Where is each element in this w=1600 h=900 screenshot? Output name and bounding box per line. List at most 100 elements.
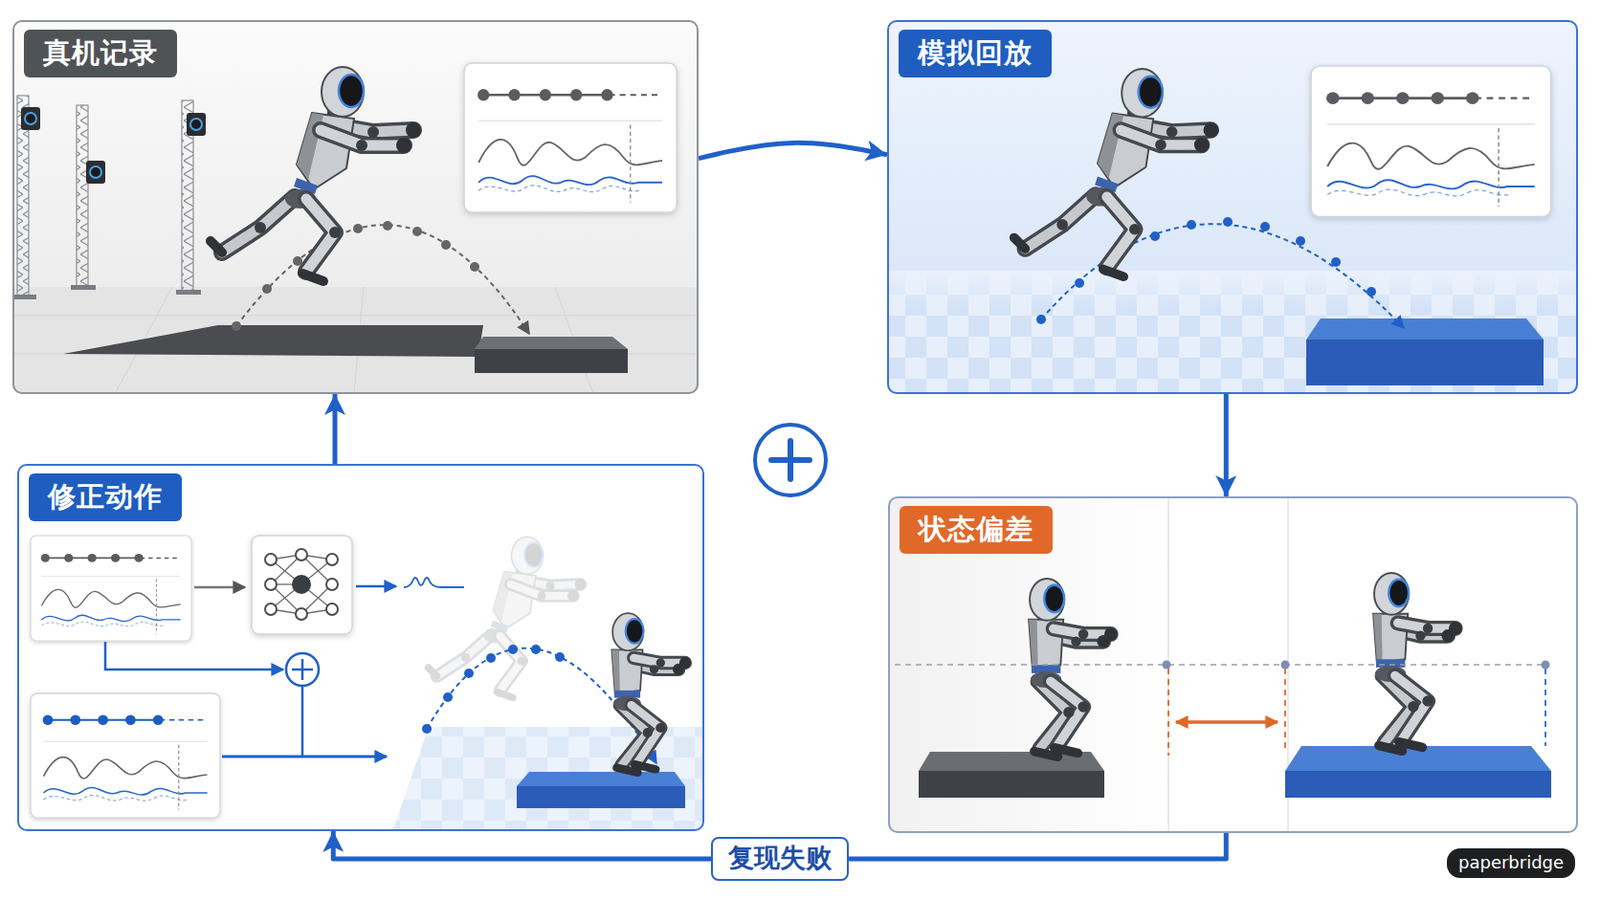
jump-trajectory	[1150, 231, 1160, 242]
correction-scene	[17, 464, 705, 832]
jump-trajectory	[1036, 217, 1377, 325]
edge-label: 复现失败	[711, 837, 849, 882]
center-plus-symbol	[787, 441, 794, 480]
panel-heading: 状态偏差	[899, 506, 1053, 555]
jump-trajectory	[231, 321, 242, 332]
jump-trajectory	[1186, 220, 1197, 230]
network-icon	[295, 549, 308, 561]
camera-truss	[86, 160, 106, 184]
landing-box	[516, 772, 686, 809]
center-plus-symbol	[755, 424, 826, 496]
panel-heading: 真机记录	[23, 29, 178, 78]
input-chart	[30, 535, 192, 642]
data-flow-wires	[301, 687, 305, 757]
network-icon	[270, 555, 333, 615]
network-icon	[251, 535, 353, 635]
jump-trajectory	[1074, 278, 1085, 289]
jump-trajectory	[353, 223, 363, 234]
reference-chart	[30, 693, 221, 819]
deviation-marks	[1176, 720, 1278, 725]
network-icon	[251, 535, 353, 635]
camera-truss	[186, 112, 206, 136]
center-plus-symbol	[755, 424, 826, 496]
panel-box: 模拟回放	[887, 20, 1578, 395]
panel-box: 修正动作	[17, 464, 705, 832]
watermark-box: paperbridge	[1446, 848, 1576, 879]
robot-sim	[1373, 573, 1462, 752]
landing-box	[474, 336, 628, 374]
camera-truss	[70, 285, 96, 290]
edge-label-box: 复现失败	[711, 837, 849, 882]
data-flow-wires	[105, 642, 284, 670]
real-capture-scene	[12, 315, 699, 317]
jump-trajectory	[555, 652, 565, 663]
real-capture-scene	[12, 20, 699, 395]
panel-box: 真机记录	[12, 20, 699, 395]
jump-trajectory	[1260, 222, 1270, 232]
jump-trajectory	[231, 221, 530, 334]
landing-box	[918, 746, 1552, 799]
jump-trajectory	[262, 284, 272, 294]
jump-trajectory	[508, 644, 518, 655]
network-icon	[326, 578, 338, 591]
jump-trajectory	[231, 221, 480, 332]
motion-chart	[1311, 66, 1552, 218]
jump-trajectory	[1331, 257, 1341, 267]
robot-real	[1028, 578, 1117, 757]
panel-box: 状态偏差	[888, 496, 1578, 834]
jump-trajectory	[1041, 223, 1404, 329]
landing-box	[516, 772, 686, 787]
robot-landing	[611, 613, 690, 774]
deviation-marks	[1544, 668, 1547, 747]
ghost-robot	[428, 537, 587, 699]
network-icon	[326, 603, 338, 616]
panel-heading: 修正动作	[28, 473, 182, 522]
correction-scene	[17, 464, 705, 832]
landing-box	[1306, 318, 1544, 340]
jump-trajectory	[443, 692, 453, 703]
landing-box	[918, 771, 1105, 799]
jump-trajectory	[464, 668, 474, 679]
jump-trajectory	[469, 262, 480, 272]
deviation-marks	[894, 661, 1551, 757]
jump-trajectory	[1036, 314, 1046, 325]
landing-box	[474, 349, 628, 374]
panel-heading: 模拟回放	[898, 29, 1052, 78]
data-flow-wires	[194, 586, 245, 590]
flow-arrow	[698, 142, 888, 158]
jump-trajectory	[412, 226, 423, 237]
landing-box	[1306, 339, 1544, 386]
flow-arrow	[332, 394, 337, 465]
network-icon	[291, 575, 312, 595]
network-icon	[326, 554, 338, 566]
flow-arrow	[1223, 394, 1229, 497]
deviation-marks	[894, 664, 1546, 667]
watermark: paperbridge	[1446, 848, 1576, 879]
deviation-marks	[1541, 661, 1551, 670]
jump-trajectory	[486, 653, 496, 664]
camera-truss	[176, 289, 201, 295]
jump-trajectory	[422, 644, 565, 734]
network-icon	[265, 578, 277, 591]
data-flow-wires	[222, 755, 387, 759]
landing-box	[1306, 318, 1544, 386]
motion-chart	[464, 63, 677, 213]
real-capture-scene	[12, 287, 699, 395]
sim-replay-scene	[887, 270, 1578, 310]
camera-truss	[12, 95, 206, 300]
robot-jumping	[1014, 68, 1219, 277]
connector-group	[333, 142, 1226, 860]
jump-trajectory	[531, 644, 541, 655]
jump-trajectory	[422, 724, 432, 734]
deviation-marks	[1162, 661, 1172, 670]
real-capture-scene	[12, 287, 699, 395]
deviation-scene	[888, 496, 1578, 834]
camera-truss	[12, 294, 37, 300]
network-icon	[265, 603, 277, 616]
data-flow-wires	[105, 577, 465, 757]
data-flow-wires	[355, 585, 397, 589]
jump-trajectory	[1366, 287, 1377, 297]
sim-replay-scene	[887, 270, 1578, 395]
